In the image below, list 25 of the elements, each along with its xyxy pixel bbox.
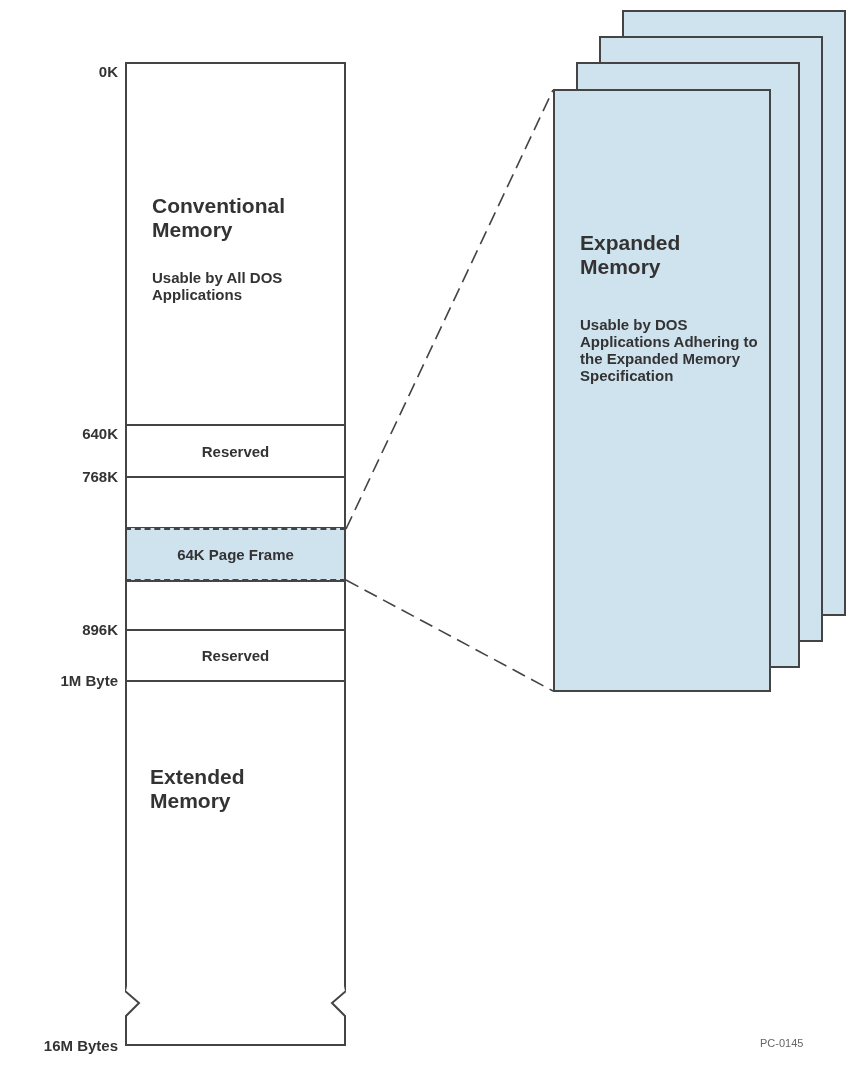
page-frame-region [125, 528, 346, 581]
region-description: Usable by All DOS Applications [152, 269, 284, 303]
address-label: 1M Byte [60, 672, 118, 689]
address-label: 16M Bytes [43, 1037, 118, 1054]
address-label: 896K [82, 621, 118, 638]
memory-region [125, 629, 346, 682]
memory-region [125, 680, 346, 1046]
region-heading: Extended Memory [150, 765, 246, 813]
region-heading: Expanded Memory [580, 231, 682, 279]
memory-region [553, 89, 771, 692]
region-label: 64K Page Frame [176, 545, 295, 565]
region-heading: Conventional Memory [152, 194, 286, 242]
address-label: 640K [82, 425, 118, 442]
connector-line [345, 579, 554, 692]
memory-region [125, 62, 346, 426]
memory-region [125, 580, 346, 631]
region-label: Reserved [200, 646, 271, 666]
address-label: 0K [98, 63, 118, 80]
address-label: 768K [82, 468, 118, 485]
memory-region [125, 476, 346, 529]
region-label: Reserved [200, 441, 271, 462]
figure-code: PC-0145 [760, 1037, 804, 1049]
region-description: Usable by DOS Applications Adhering to the Expanded Memory Specification [580, 316, 759, 384]
memory-region [125, 424, 346, 478]
connector-line [345, 89, 554, 530]
